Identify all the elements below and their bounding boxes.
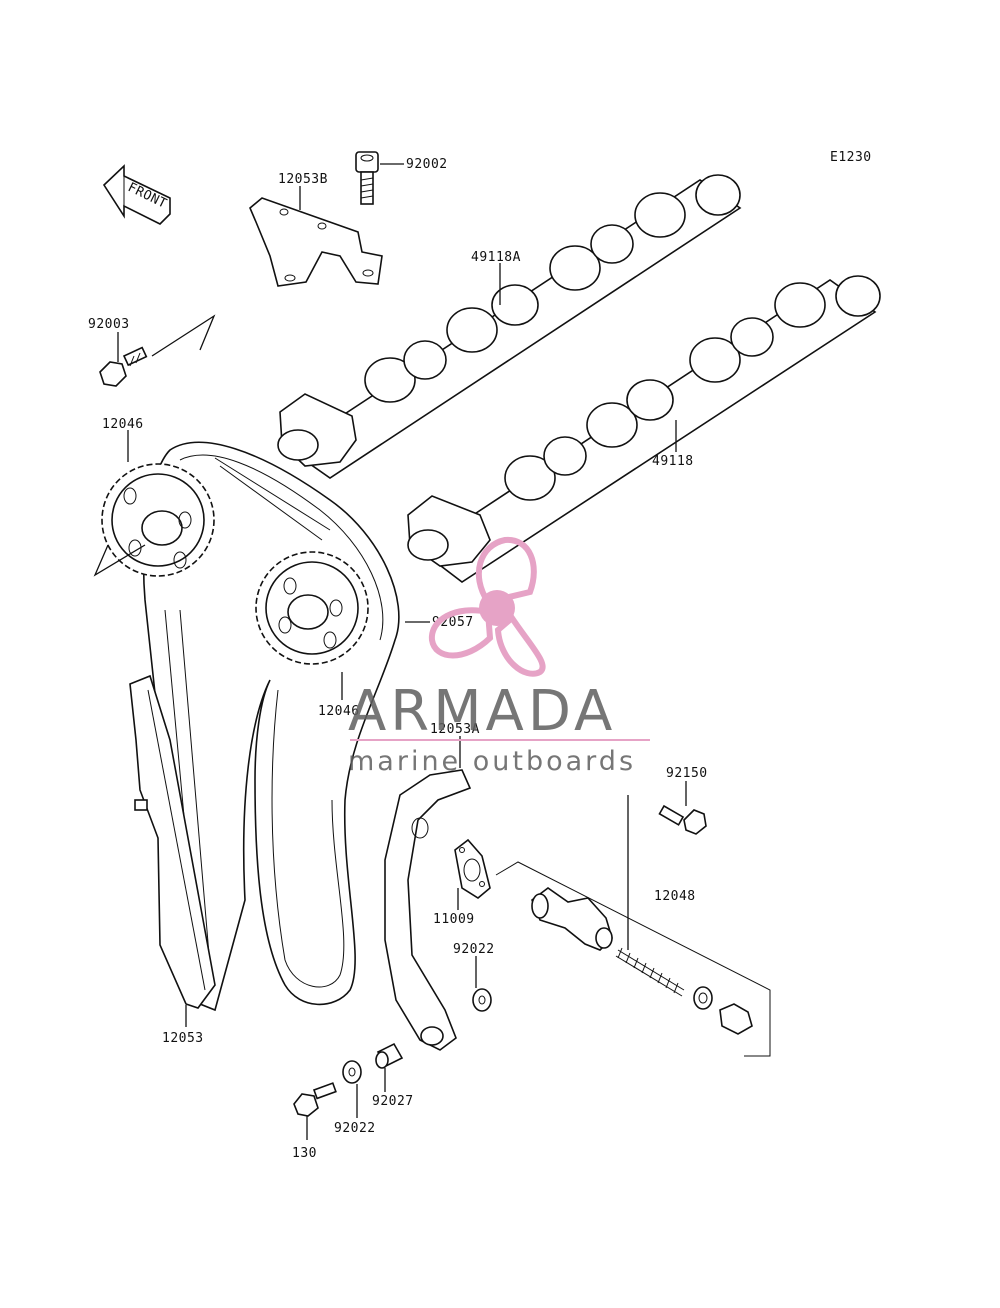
bolt-130 xyxy=(293,1082,337,1117)
collar-92027 xyxy=(375,1042,404,1069)
diagram-code: E1230 xyxy=(830,150,872,165)
label-92002: 92002 xyxy=(406,157,448,172)
camshaft-49118a xyxy=(277,174,742,479)
bolt-92150 xyxy=(658,804,707,835)
tensioner-12048 xyxy=(495,861,771,1057)
label-49118a: 49118A xyxy=(471,250,521,265)
washer-92022-lower xyxy=(342,1060,362,1084)
propeller-logo-icon xyxy=(428,536,546,677)
label-12048: 12048 xyxy=(654,889,696,904)
label-12046-left: 12046 xyxy=(102,417,144,432)
label-11009: 11009 xyxy=(433,912,475,927)
label-12053: 12053 xyxy=(162,1031,204,1046)
label-130: 130 xyxy=(292,1146,317,1161)
gasket-11009 xyxy=(454,838,491,899)
washer-92022-upper xyxy=(472,988,492,1012)
label-12046-right: 12046 xyxy=(318,704,360,719)
watermark-brand: ARMADA xyxy=(348,679,616,744)
label-92003: 92003 xyxy=(88,317,130,332)
part-labels: 12053B 92002 49118A 92003 12046 49118 92… xyxy=(88,157,708,1161)
label-92022-lower: 92022 xyxy=(334,1121,376,1136)
camshaft-49118 xyxy=(407,275,881,583)
bolt-92003 xyxy=(99,346,148,387)
label-92027: 92027 xyxy=(372,1094,414,1109)
sprocket-12046-right xyxy=(255,551,369,665)
tensioner-arm-12053a xyxy=(384,769,472,1051)
armada-watermark: ARMADA marine outboards xyxy=(348,536,650,777)
front-arrow-icon: FRONT xyxy=(102,164,171,225)
bolt-92002 xyxy=(355,151,379,205)
bracket-12053b xyxy=(249,197,383,287)
sprocket-12046-left xyxy=(101,463,215,577)
watermark-tagline: marine outboards xyxy=(348,746,636,777)
label-92150: 92150 xyxy=(666,766,708,781)
chain-guide-12053 xyxy=(129,674,216,1009)
label-12053a: 12053A xyxy=(430,722,480,737)
label-12053b: 12053B xyxy=(278,172,328,187)
label-92022-upper: 92022 xyxy=(453,942,495,957)
label-49118: 49118 xyxy=(652,454,694,469)
leader-lines xyxy=(93,163,687,1140)
